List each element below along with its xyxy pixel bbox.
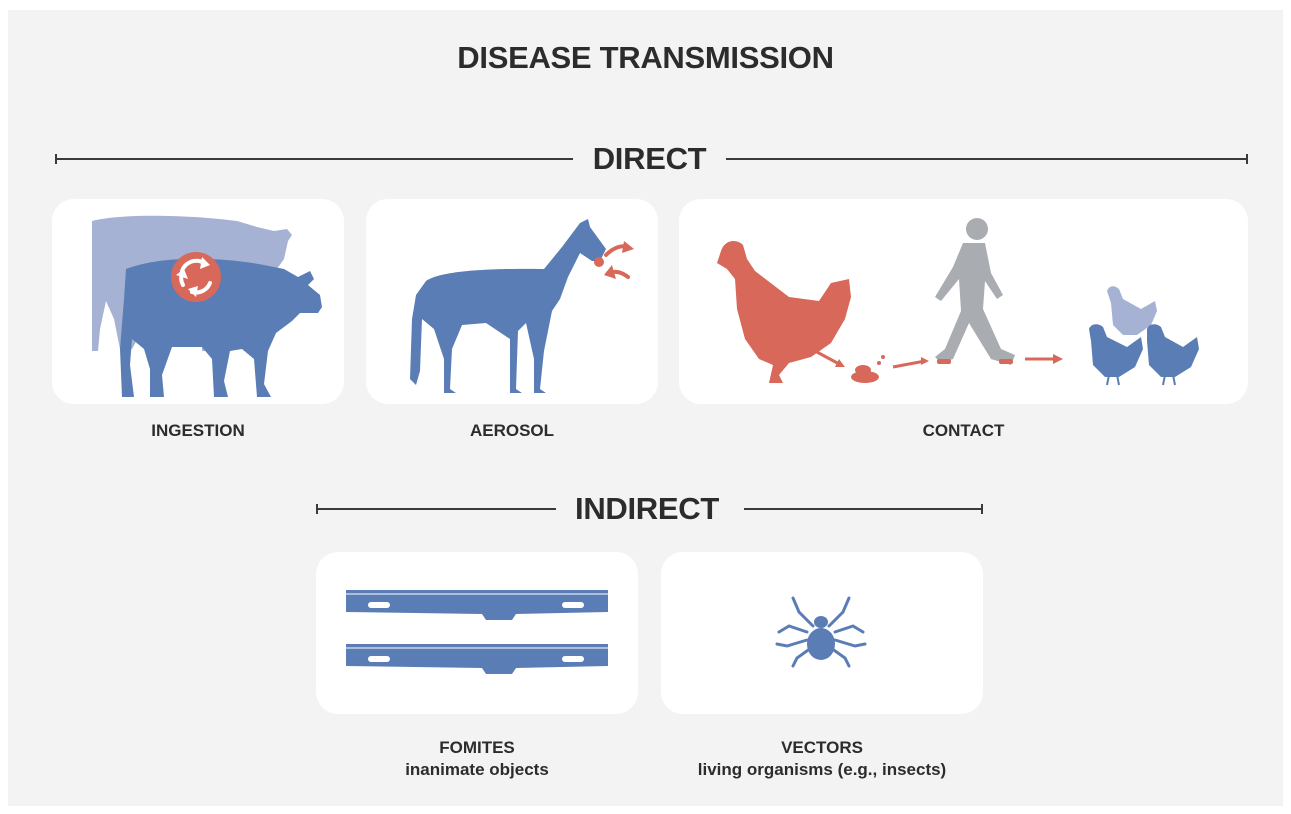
- cow-icon: [92, 215, 322, 397]
- fomites-sublabel: inanimate objects: [405, 760, 549, 779]
- ingestion-card: [52, 199, 344, 404]
- aerosol-card: [366, 199, 658, 404]
- indirect-rule-left: [316, 504, 556, 514]
- tick-icon: [775, 596, 867, 668]
- vectors-card: [661, 552, 983, 714]
- vectors-sublabel: living organisms (e.g., insects): [697, 760, 947, 779]
- direct-rule-left: [55, 154, 573, 164]
- diagram-title: DISEASE TRANSMISSION: [457, 40, 834, 75]
- ingestion-label: INGESTION: [151, 421, 245, 440]
- direct-rule-right: [726, 154, 1248, 164]
- aerosol-label: AEROSOL: [469, 421, 555, 440]
- fomites-label: FOMITES: [439, 738, 515, 757]
- chicken-person-icon: [717, 218, 1199, 386]
- vectors-caption: VECTORS living organisms (e.g., insects): [661, 737, 983, 781]
- contact-label: CONTACT: [922, 421, 1005, 440]
- contact-card: [679, 199, 1248, 404]
- indirect-label: INDIRECT: [575, 491, 719, 526]
- vectors-label: VECTORS: [781, 738, 863, 757]
- horse-icon: [410, 219, 634, 393]
- direct-label: DIRECT: [592, 141, 707, 176]
- fomites-card: [316, 552, 638, 714]
- indirect-rule-right: [744, 504, 983, 514]
- diagram-canvas: [8, 10, 1283, 806]
- fomites-caption: FOMITES inanimate objects: [316, 737, 638, 781]
- feeder-trough-icon: [346, 590, 608, 674]
